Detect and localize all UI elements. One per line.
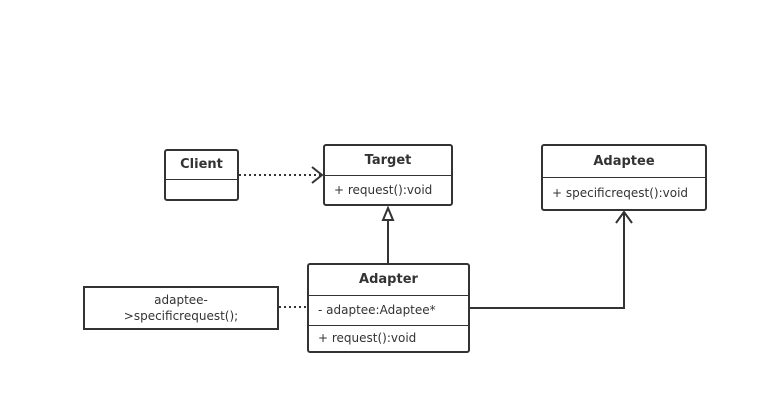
adaptee-class-name: Adaptee [543,146,705,178]
client-target-arrowhead [311,166,324,184]
adapter-operation: + request():void [318,331,417,345]
adapter-adaptee-arrowhead [615,210,633,224]
adapter-class-box[interactable]: Adapter - adaptee:Adaptee* + request():v… [307,263,470,353]
adapter-attribute: - adaptee:Adaptee* [309,296,468,326]
target-operation: + request():void [334,183,433,197]
adapter-adaptee-association-line [470,212,625,309]
client-class-name: Client [166,151,237,180]
target-class-box[interactable]: Target + request():void [323,144,453,206]
adaptee-class-box[interactable]: Adaptee + specificreqest():void [541,144,707,211]
adapter-class-name: Adapter [309,265,468,296]
generalization-triangle [381,205,395,221]
client-class-box[interactable]: Client [164,149,239,201]
note-line-1: adaptee- [154,293,208,307]
adaptee-operation: + specificreqest():void [552,186,689,200]
note-line-2: >specificrequest(); [123,309,239,323]
implementation-note[interactable]: adaptee- >specificrequest(); [83,286,279,330]
target-class-name: Target [325,146,451,176]
